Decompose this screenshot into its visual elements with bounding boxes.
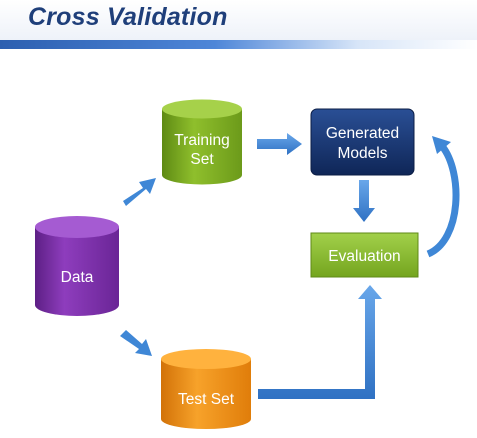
- node-test-set: Test Set: [161, 349, 251, 429]
- node-generated-models-label-line1: Generated: [326, 125, 399, 142]
- arrow-training-to-models: [257, 133, 302, 155]
- node-data-label: Data: [61, 269, 94, 286]
- arrow-test-to-evaluation: [258, 285, 382, 399]
- node-training-set-label-line1: Training: [174, 132, 229, 149]
- node-training-set-label-line2: Set: [190, 151, 214, 168]
- arrow-data-to-training: [123, 178, 156, 206]
- node-test-set-label: Test Set: [178, 391, 235, 408]
- arrow-evaluation-to-models-feedback: [426, 136, 460, 258]
- node-generated-models: Generated Models: [310, 108, 415, 176]
- node-generated-models-label-line2: Models: [338, 145, 388, 162]
- slide-title: Cross Validation: [28, 3, 228, 31]
- node-evaluation-label: Evaluation: [328, 248, 400, 265]
- node-training-set: Training Set: [162, 99, 242, 185]
- node-evaluation: Evaluation: [310, 232, 419, 278]
- arrow-models-to-evaluation: [353, 180, 375, 222]
- title-underline: [0, 40, 477, 49]
- node-data: Data: [35, 216, 119, 316]
- title-bar: Cross Validation: [0, 0, 477, 40]
- arrow-data-to-test: [120, 330, 152, 356]
